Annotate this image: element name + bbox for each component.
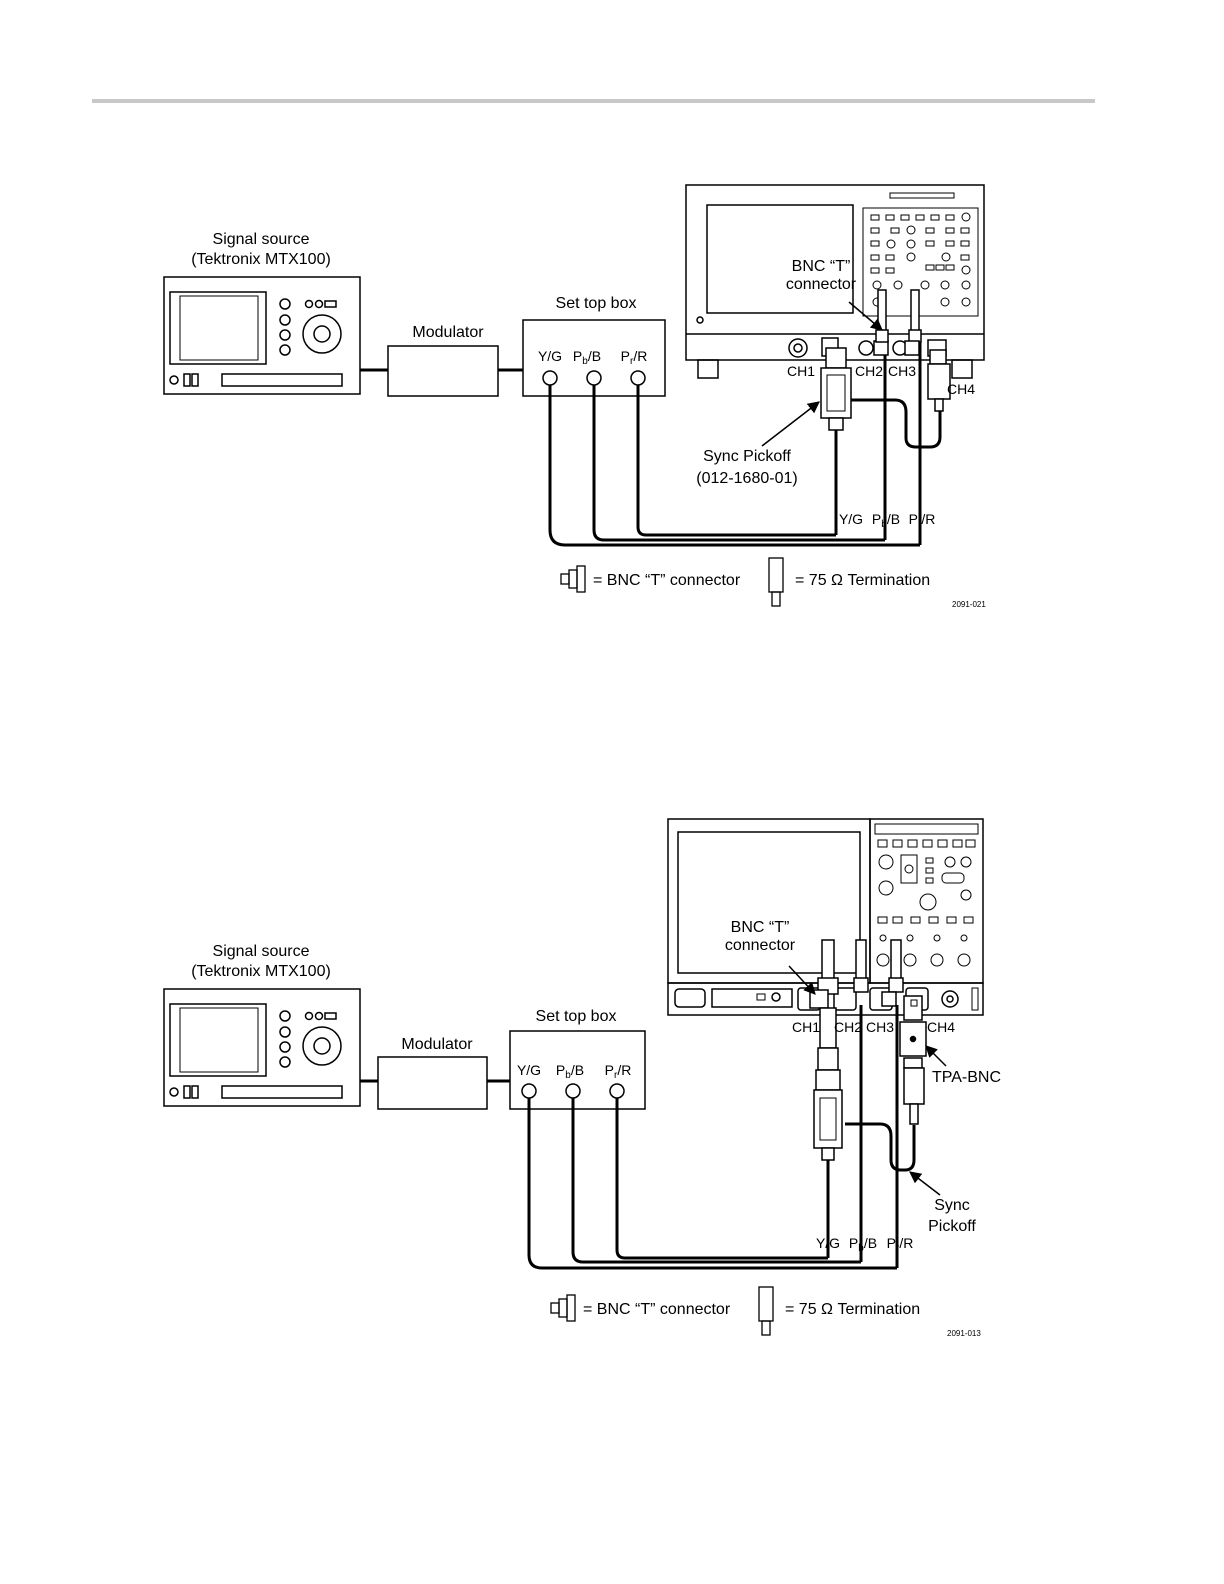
legend-termination-label-2: = 75 Ω Termination [785, 1301, 920, 1318]
legend-termination-label: = 75 Ω Termination [795, 572, 930, 589]
ch1-label: CH1 [787, 363, 815, 379]
modulator-label: Modulator [412, 324, 484, 341]
legend-termination-icon [768, 557, 784, 607]
cable-pr-label: Pr/R [909, 511, 936, 530]
sync-pickoff-label: Sync Pickoff [703, 448, 791, 465]
cable-pb-label: Pb/B [872, 511, 900, 530]
cable-yg-label: Y/G [839, 511, 863, 527]
header-rule [92, 99, 1095, 103]
port-yg-label: Y/G [538, 348, 562, 364]
ch2-label: CH2 [855, 363, 883, 379]
sync-pickoff-arrow-2 [909, 1171, 941, 1196]
set-top-box-label: Set top box [556, 295, 637, 312]
signal-source-label: Signal source [213, 231, 310, 248]
legend-termination-icon-2 [758, 1286, 774, 1336]
bnc-t-label-1: BNC “T” [792, 258, 851, 275]
ch1-label-2: CH1 [792, 1019, 820, 1035]
oscilloscope-1-buttons [870, 212, 971, 307]
sync-pickoff-label-2b: Pickoff [928, 1218, 976, 1235]
port-yg-jack [542, 370, 558, 386]
bnc-t-connectors-2 [809, 939, 904, 1009]
port-pr-jack [630, 370, 646, 386]
cable-pr-label-2: Pr/R [887, 1235, 914, 1254]
ch3-label: CH3 [888, 363, 916, 379]
port-pb-jack-2 [565, 1083, 581, 1099]
legend-bnc-t-icon [560, 565, 586, 593]
tpa-bnc-label: TPA-BNC [932, 1069, 1001, 1086]
signal-source-device-2 [163, 988, 361, 1107]
port-pr-label-2: Pr/R [605, 1062, 632, 1081]
modulator-box-2 [377, 1056, 488, 1110]
signal-source-device [163, 276, 361, 395]
signal-source-label-2: Signal source [213, 943, 310, 960]
cable-yg-label-2: Y/G [816, 1235, 840, 1251]
ch2-label-2: CH2 [834, 1019, 862, 1035]
figure-id-2: 2091-013 [947, 1329, 981, 1338]
sync-pickoff-2 [813, 1007, 843, 1161]
ch4-label: CH4 [947, 381, 975, 397]
port-yg-label-2: Y/G [517, 1062, 541, 1078]
oscilloscope-2-buttons [876, 839, 976, 967]
legend-bnc-t-label-2: = BNC “T” connector [583, 1301, 731, 1318]
port-yg-jack-2 [521, 1083, 537, 1099]
sync-pickoff-part-label: (012-1680-01) [696, 470, 797, 487]
port-pr-label: Pr/R [621, 348, 648, 367]
tpa-bnc-adapter [899, 995, 927, 1125]
bnc-t-connectors-1 [873, 289, 922, 356]
bnc-t-label-2b: connector [725, 937, 796, 954]
signal-source-model-label-2: (Tektronix MTX100) [191, 963, 331, 980]
diagram-2: Signal source (Tektronix MTX100) Modulat… [163, 818, 1001, 1338]
port-pb-label-2: Pb/B [556, 1062, 584, 1081]
legend-bnc-t-label: = BNC “T” connector [593, 572, 741, 589]
oscilloscope-2 [667, 818, 984, 1016]
modulator-label-2: Modulator [401, 1036, 473, 1053]
set-top-box-label-2: Set top box [536, 1008, 617, 1025]
tpa-bnc-arrow [925, 1045, 947, 1067]
cable-pb-label-2: Pb/B [849, 1235, 877, 1254]
bnc-t-label-2: connector [786, 276, 857, 293]
bnc-t-arrow-1-rev [848, 301, 883, 331]
port-pb-jack [586, 370, 602, 386]
legend-bnc-t-icon-2 [550, 1294, 576, 1322]
port-pb-label: Pb/B [573, 348, 601, 367]
sync-pickoff-arrow-1 [761, 401, 820, 447]
ch4-label-2: CH4 [927, 1019, 955, 1035]
diagram-1: Signal source (Tektronix MTX100) Modulat… [163, 184, 986, 609]
ch3-label-2: CH3 [866, 1019, 894, 1035]
modulator-box [387, 345, 499, 397]
sync-pickoff-label-2: Sync [934, 1197, 970, 1214]
signal-source-model-label: (Tektronix MTX100) [191, 251, 331, 268]
termination-ch4-1 [927, 349, 951, 412]
bnc-t-arrow-2 [788, 965, 816, 995]
sync-pickoff-1 [820, 347, 852, 431]
component-cables [548, 335, 942, 547]
component-cables-2 [527, 1005, 916, 1270]
port-pr-jack-2 [609, 1083, 625, 1099]
bnc-t-label-2a: BNC “T” [731, 919, 790, 936]
set-top-box-2 [509, 1030, 646, 1110]
figure-id: 2091-021 [952, 600, 986, 609]
